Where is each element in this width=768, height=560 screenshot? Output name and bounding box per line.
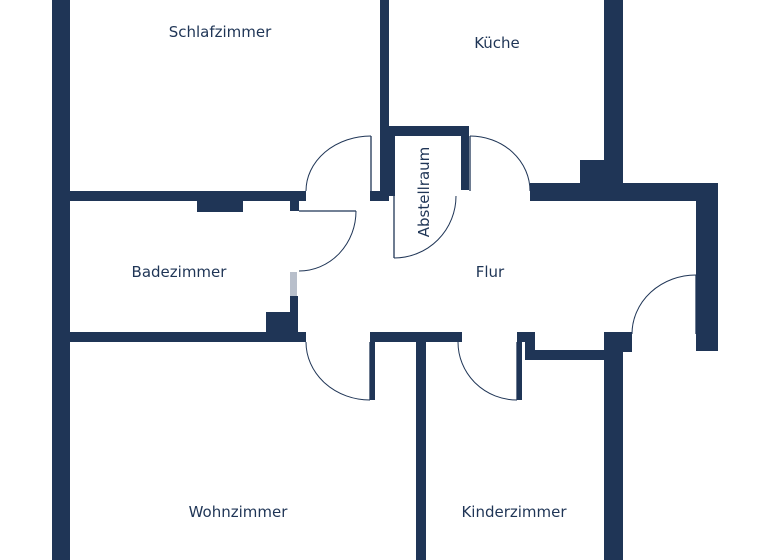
label-flur: Flur <box>476 263 505 281</box>
label-badezimmer: Badezimmer <box>132 263 228 281</box>
wall-abstell-top <box>389 126 469 136</box>
wall-flur-top-left <box>370 191 389 201</box>
wall-schlafzimmer-right <box>380 0 389 200</box>
wall-flur-east-top <box>604 183 718 201</box>
walls <box>52 0 718 560</box>
label-kueche: Küche <box>474 34 520 52</box>
door-schlafzimmer[interactable] <box>305 135 372 192</box>
wall-flur-notch-horz <box>525 350 605 360</box>
wall-bad-niche <box>197 200 243 212</box>
wall-kinder-right <box>604 332 623 560</box>
wall-flur-notch-vert <box>525 332 535 360</box>
wall-flur-east <box>696 183 718 351</box>
wall-wohn-door-post <box>370 332 375 400</box>
door-kinderzimmer[interactable] <box>457 341 518 401</box>
door-badezimmer[interactable] <box>298 210 357 272</box>
wall-bad-flur-stub <box>290 191 299 211</box>
wall-bad-bottom <box>70 332 306 342</box>
window-marker <box>290 272 297 296</box>
label-schlafzimmer: Schlafzimmer <box>169 23 272 41</box>
wall-abstell-right <box>461 126 469 190</box>
wall-abstell-left <box>389 126 395 196</box>
door-kueche[interactable] <box>469 135 531 192</box>
wall-wohn-kinder <box>416 332 426 560</box>
wall-flur-top-right <box>530 183 606 201</box>
wall-flur-bottom-right <box>517 332 529 342</box>
door-flur-east[interactable] <box>631 274 697 335</box>
wall-kueche-right <box>604 0 623 191</box>
door-wohnzimmer[interactable] <box>305 341 371 401</box>
wall-schlafzimmer-bottom <box>70 191 306 201</box>
label-wohnzimmer: Wohnzimmer <box>189 503 289 521</box>
room-labels: Schlafzimmer Küche Abstellraum Badezimme… <box>132 23 568 521</box>
label-abstellraum: Abstellraum <box>415 147 433 238</box>
door-abstellraum[interactable] <box>393 195 457 259</box>
doors <box>298 135 697 401</box>
wall-left-exterior <box>52 0 70 560</box>
wall-kinder-door-post <box>517 332 522 400</box>
label-kinderzimmer: Kinderzimmer <box>461 503 567 521</box>
